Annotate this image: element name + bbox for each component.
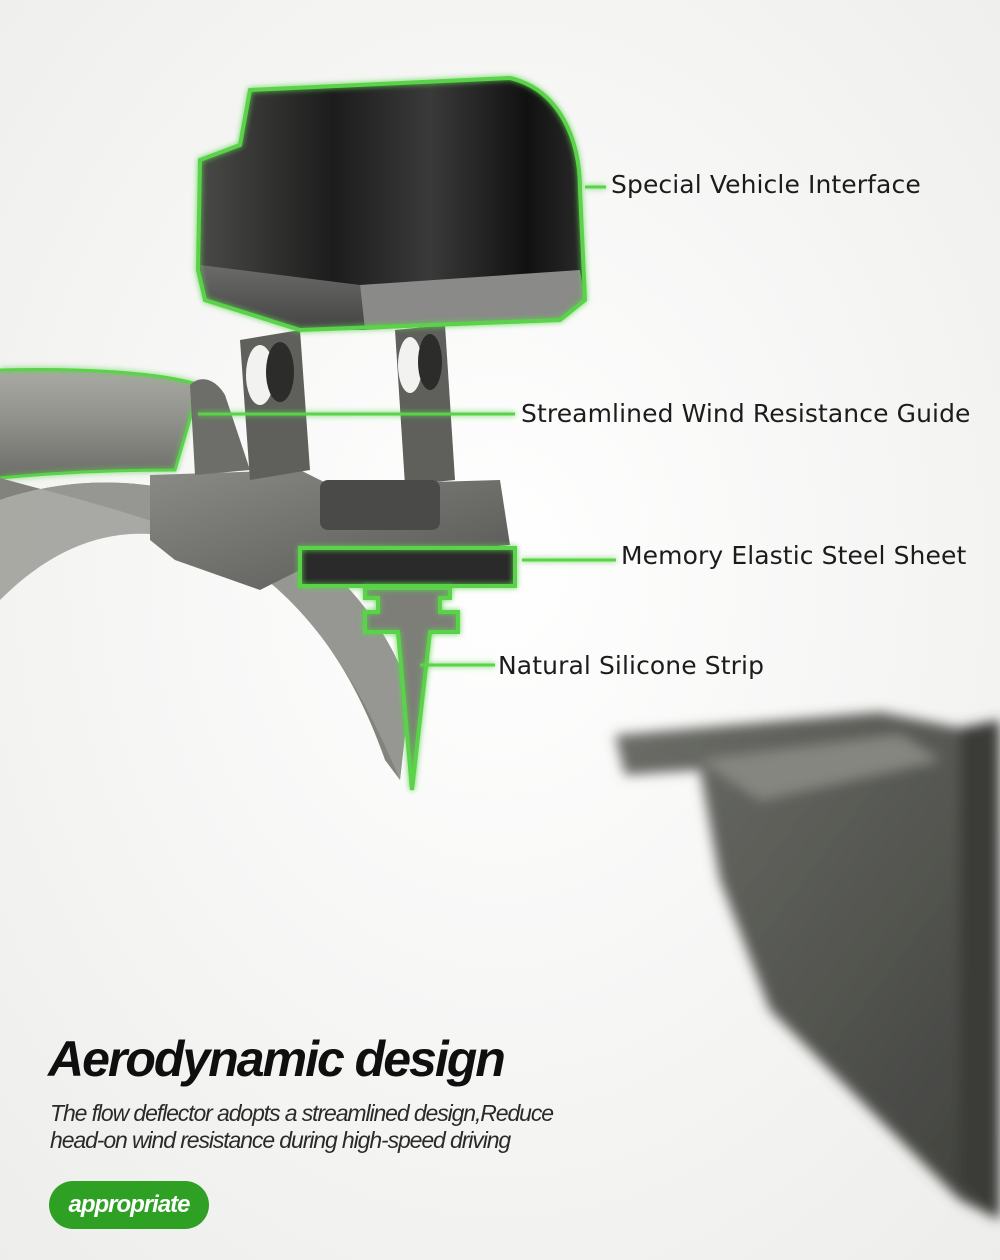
callout-steel-sheet: Memory Elastic Steel Sheet bbox=[621, 541, 967, 570]
elastic-steel-sheet bbox=[298, 546, 517, 588]
callout-wind-guide: Streamlined Wind Resistance Guide bbox=[521, 399, 971, 428]
appropriate-badge[interactable]: appropriate bbox=[49, 1181, 209, 1229]
callout-silicone-strip: Natural Silicone Strip bbox=[498, 651, 765, 680]
leader-lines bbox=[198, 185, 616, 667]
feature-title: Aerodynamic design bbox=[48, 1031, 506, 1087]
silicone-strip bbox=[363, 586, 460, 791]
feature-description-line-2: head-on wind resistance during high-spee… bbox=[50, 1127, 511, 1153]
blurred-connector bbox=[615, 712, 1000, 1220]
callout-vehicle-interface: Special Vehicle Interface bbox=[611, 170, 921, 199]
feature-description: The flow deflector adopts a streamlined … bbox=[50, 1100, 610, 1154]
feature-description-line-1: The flow deflector adopts a streamlined … bbox=[50, 1100, 554, 1126]
bracket bbox=[150, 325, 510, 590]
vehicle-interface-cap bbox=[195, 75, 588, 333]
